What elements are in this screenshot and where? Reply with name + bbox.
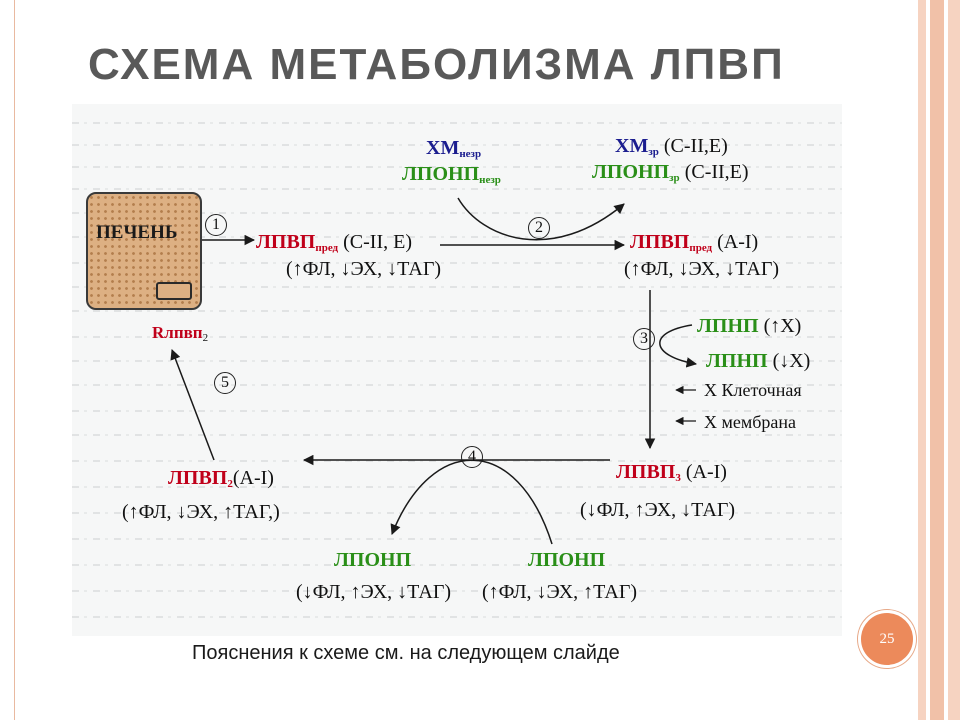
liver-box: ПЕЧЕНЬ xyxy=(86,192,202,310)
label-x-membrane: Х мембрана xyxy=(704,412,797,432)
step-5-marker: 5 xyxy=(214,372,236,394)
decor-stripe-outer xyxy=(948,0,960,720)
label-x-cell: Х Клеточная xyxy=(704,380,802,400)
node-hdl3: ЛПВП3 (А-I) xyxy=(616,461,727,484)
decor-stripe-mid xyxy=(930,0,944,720)
node-ldl-high: ЛПНП (↑Х) xyxy=(697,315,802,337)
node-hdl-pre-2-composition: (↑ФЛ, ↓ЭХ, ↓ТАГ) xyxy=(624,258,780,280)
slide-caption: Пояснения к схеме см. на следующем слайд… xyxy=(192,642,620,664)
node-hdl3-composition: (↓ФЛ, ↑ЭХ, ↓ТАГ) xyxy=(580,499,736,521)
node-ldl-low: ЛПНП (↓Х) xyxy=(706,350,811,372)
decor-stripe-inner xyxy=(918,0,926,720)
arrow-ldl-exchange xyxy=(659,324,698,368)
node-vldl-mature: ЛПОНПзр (С-II,Е) xyxy=(592,161,749,184)
node-hdl-pre-2: ЛПВПпред (А-I) xyxy=(630,231,759,254)
node-vldl-left: ЛПОНП xyxy=(334,549,412,571)
node-receptor: Rлпвп2 xyxy=(152,323,209,344)
node-hdl-pre-1: ЛПВПпред (С-II, Е) xyxy=(256,231,412,254)
step-3-marker: 3 xyxy=(633,328,655,350)
node-vldl-right: ЛПОНП xyxy=(528,549,606,571)
liver-label: ПЕЧЕНЬ xyxy=(96,222,178,243)
ghost-text-background xyxy=(72,104,842,636)
node-hdl2: ЛПВП2(А-I) xyxy=(168,467,274,490)
node-vldl-left-composition: (↓ФЛ, ↑ЭХ, ↓ТАГ) xyxy=(296,581,452,603)
node-vldl-right-composition: (↑ФЛ, ↓ЭХ, ↑ТАГ) xyxy=(482,581,638,603)
step-1-marker: 1 xyxy=(205,214,227,236)
arrow-vldl-exchange xyxy=(457,197,625,241)
node-vldl-immature: ЛПОНПнезр xyxy=(402,163,501,186)
node-hdl-pre-1-composition: (↑ФЛ, ↓ЭХ, ↓ТАГ) xyxy=(286,258,442,280)
node-hm-mature: ХМзр (С-II,Е) xyxy=(615,135,728,158)
step-4-marker: 4 xyxy=(461,446,483,468)
page-number-badge: 25 xyxy=(858,610,916,668)
liver-slot-shape xyxy=(156,282,192,300)
arrow-vldl-exchange-bottom xyxy=(390,459,553,545)
node-hm-immature: ХМнезр xyxy=(426,137,482,160)
node-hdl2-composition: (↑ФЛ, ↓ЭХ, ↑ТАГ,) xyxy=(122,501,280,523)
step-2-marker: 2 xyxy=(528,217,550,239)
arrow-hdl2-to-receptor xyxy=(170,349,215,461)
slide-left-border xyxy=(14,0,15,720)
slide-title: СХЕМА МЕТАБОЛИЗМА ЛПВП xyxy=(88,40,785,89)
diagram-arrows xyxy=(170,197,698,545)
metabolism-diagram: ПЕЧЕНЬ 1 2 3 4 5 ХМнезр ЛПОНПнезр ХМзр (… xyxy=(72,104,842,636)
